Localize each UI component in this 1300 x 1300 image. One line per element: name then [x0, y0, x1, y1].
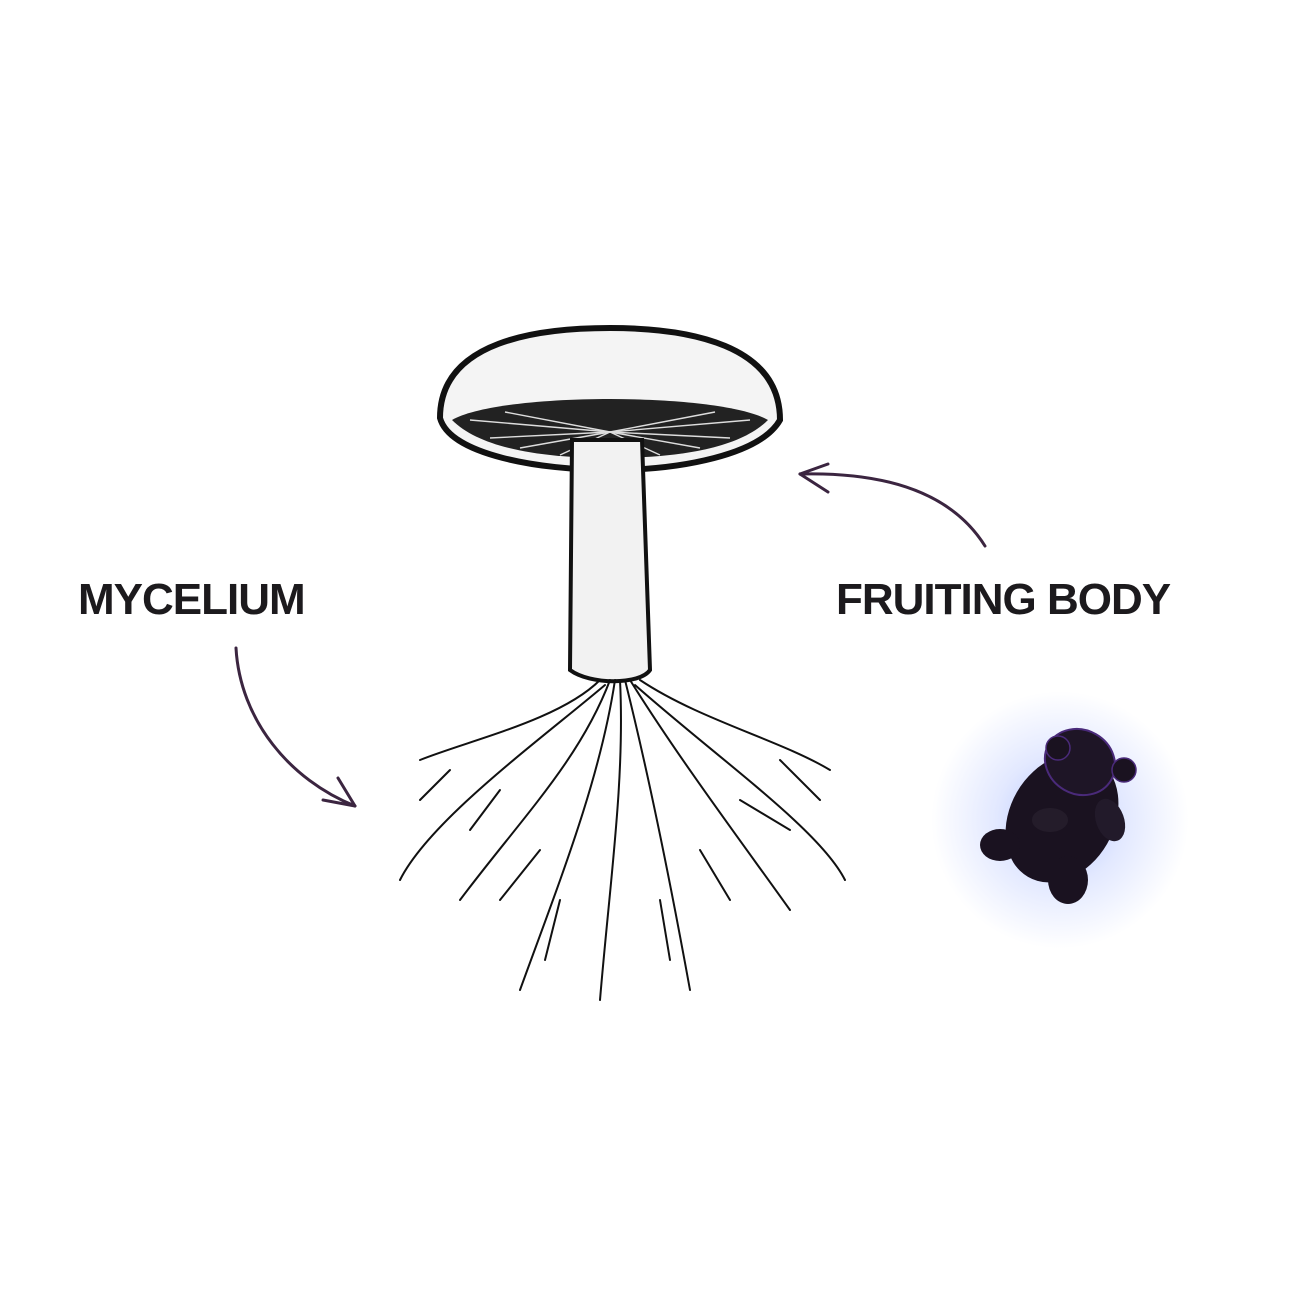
mycelium-arrow: [234, 646, 357, 808]
gummy-bear-image: [980, 727, 1137, 904]
fruiting-body-arrow: [798, 462, 987, 548]
mushroom-illustration: [399, 324, 846, 1001]
mycelium-label: MYCELIUM: [78, 575, 306, 624]
fruiting-body-label: FRUITING BODY: [836, 575, 1171, 624]
